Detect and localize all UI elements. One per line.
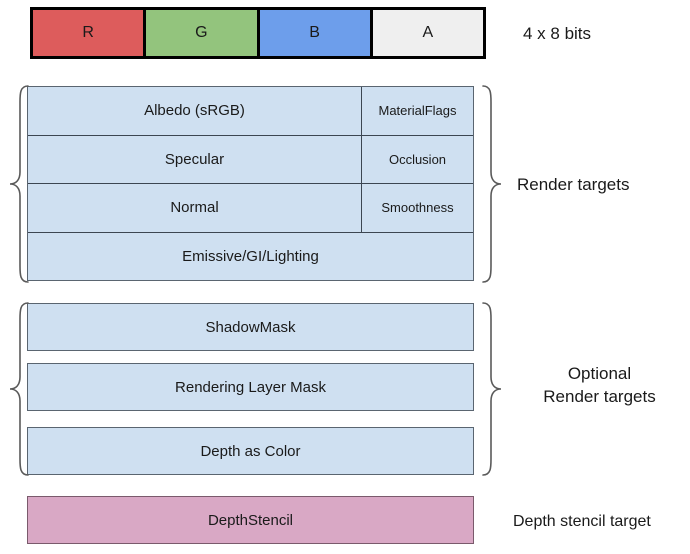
channel-cell-g: G xyxy=(146,10,260,56)
rgba-channel-bar: R G B A xyxy=(30,7,486,59)
render-targets-table: Albedo (sRGB) MaterialFlags Specular Occ… xyxy=(27,86,474,281)
left-brace-render-targets xyxy=(8,84,30,284)
render-target-row: Normal Smoothness xyxy=(28,184,473,233)
channel-label-g: G xyxy=(195,24,208,41)
depth-stencil-caption: Depth stencil target xyxy=(513,513,651,530)
channel-label-b: B xyxy=(309,24,320,41)
optional-render-target-label: ShadowMask xyxy=(205,318,296,336)
channel-label-r: R xyxy=(82,24,94,41)
channel-label-a: A xyxy=(422,24,434,41)
channel-bar-caption: 4 x 8 bits xyxy=(523,24,592,43)
render-target-row: Specular Occlusion xyxy=(28,135,473,184)
render-target-alpha-label: Occlusion xyxy=(388,151,447,167)
channel-cell-b: B xyxy=(259,10,373,56)
render-target-main-label: Albedo (sRGB) xyxy=(144,102,245,120)
channel-cell-r: R xyxy=(33,10,147,56)
left-brace-optional-render-targets xyxy=(8,301,30,477)
render-targets-caption: Render targets xyxy=(517,175,630,194)
render-target-main-cell: Emissive/GI/Lighting xyxy=(28,233,473,281)
render-target-alpha-label: Smoothness xyxy=(381,200,454,216)
render-target-main-cell: Specular xyxy=(28,135,362,183)
channel-cell-a: A xyxy=(372,10,483,56)
render-target-main-cell: Albedo (sRGB) xyxy=(28,87,362,135)
optional-render-target-box: ShadowMask xyxy=(27,303,474,351)
optional-render-target-box: Rendering Layer Mask xyxy=(27,363,474,411)
optional-render-targets-caption: Optional Render targets xyxy=(543,364,656,406)
render-target-main-label: Specular xyxy=(164,150,225,168)
render-target-main-label: Emissive/GI/Lighting xyxy=(182,247,319,265)
optional-render-target-box: Depth as Color xyxy=(27,427,474,475)
render-target-alpha-cell: Occlusion xyxy=(362,136,473,184)
render-target-alpha-cell: Smoothness xyxy=(362,184,473,232)
render-target-row: Emissive/GI/Lighting xyxy=(28,233,473,281)
depth-stencil-box: DepthStencil xyxy=(27,496,474,544)
right-brace-render-targets xyxy=(481,84,503,284)
optional-render-target-label: Depth as Color xyxy=(200,442,301,460)
optional-render-target-label: Rendering Layer Mask xyxy=(175,378,326,396)
render-target-alpha-cell: MaterialFlags xyxy=(362,87,473,135)
depth-stencil-label: DepthStencil xyxy=(207,511,294,529)
render-target-main-label: Normal xyxy=(170,199,219,217)
render-target-main-cell: Normal xyxy=(28,184,362,232)
render-target-alpha-label: MaterialFlags xyxy=(378,103,457,119)
render-target-row: Albedo (sRGB) MaterialFlags xyxy=(28,87,473,136)
right-brace-optional-render-targets xyxy=(481,301,503,477)
